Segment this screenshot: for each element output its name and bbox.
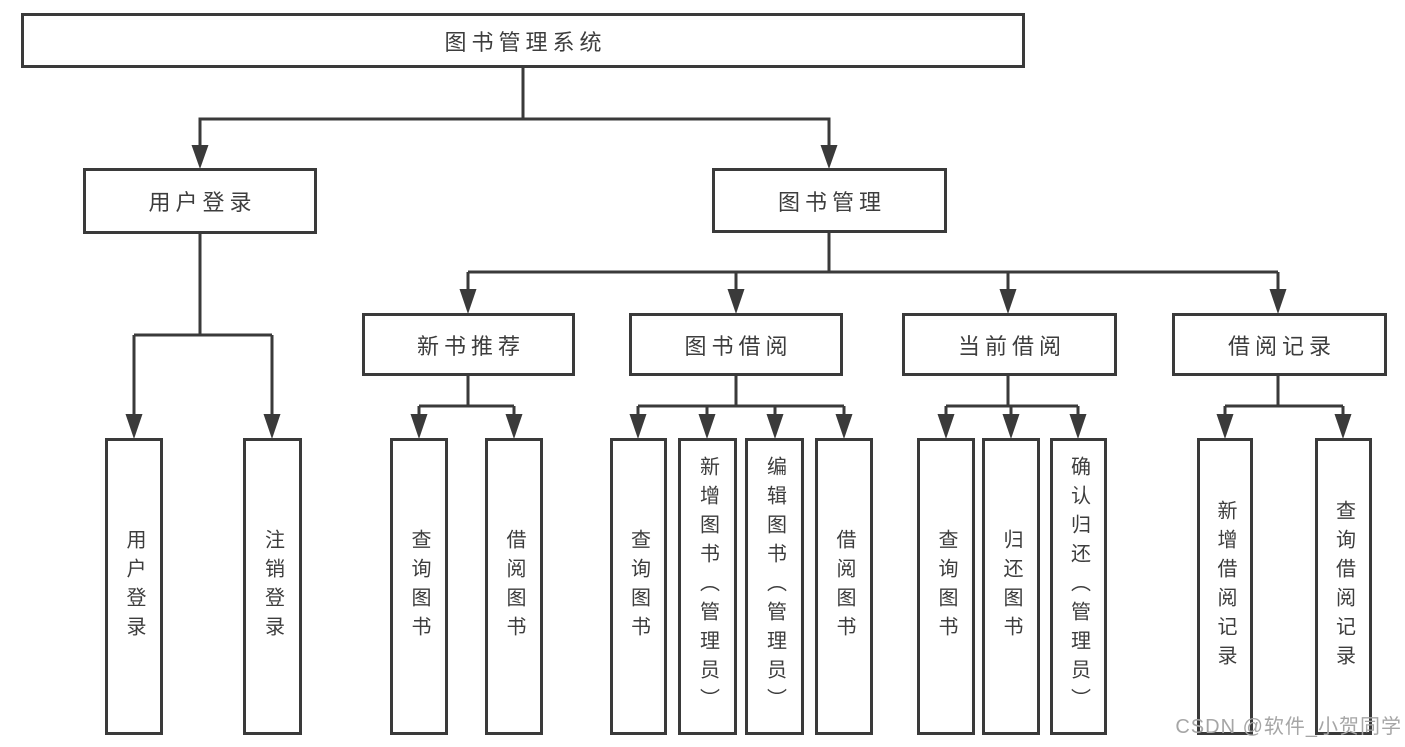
node-label: 新增图书（管理员） [696,456,719,717]
node-leaf-user-login: 用户登录 [105,438,163,735]
node-current-borrowing: 当前借阅 [902,313,1117,376]
node-label: 归还图书 [1000,528,1022,645]
node-label: 用户登录 [148,190,257,215]
node-leaf-query-borrow-record: 查询借阅记录 [1315,438,1372,735]
node-label: 确认归还（管理员） [1067,456,1090,717]
node-label: 编辑图书（管理员） [763,456,786,717]
node-label: 查询图书 [935,528,957,645]
node-label: 查询图书 [627,528,650,645]
node-label: 用户登录 [123,528,145,645]
node-library-management-system: 图书管理系统 [21,13,1025,68]
node-borrowing-records: 借阅记录 [1172,313,1387,376]
node-book-management: 图书管理 [712,168,947,233]
node-book-borrowing: 图书借阅 [629,313,843,376]
node-label: 图书借阅 [684,333,793,359]
node-leaf-edit-books-admin: 编辑图书（管理员） [745,438,804,735]
node-label: 图书管理系统 [444,29,607,55]
node-new-book-recommendation: 新书推荐 [362,313,575,376]
node-leaf-return-books: 归还图书 [982,438,1040,735]
node-label: 注销登录 [261,528,284,645]
node-leaf-confirm-return-admin: 确认归还（管理员） [1050,438,1107,735]
watermark: CSDN @软件_小贺同学 [1175,716,1402,738]
node-label: 图书管理 [777,189,886,215]
node-leaf-add-borrow-record: 新增借阅记录 [1197,438,1253,735]
node-leaf-logout: 注销登录 [243,438,302,735]
node-label: 新增借阅记录 [1214,499,1236,674]
node-leaf-query-books-recommend: 查询图书 [390,438,448,735]
node-user-login: 用户登录 [83,168,317,234]
node-leaf-borrow-books: 借阅图书 [815,438,873,735]
node-label: 借阅记录 [1227,333,1336,359]
node-leaf-borrow-books-recommend: 借阅图书 [485,438,543,735]
node-label: 借阅图书 [503,528,525,645]
node-leaf-query-books-current: 查询图书 [917,438,975,735]
node-leaf-add-books-admin: 新增图书（管理员） [678,438,737,735]
node-label: 新书推荐 [416,333,525,359]
node-label: 借阅图书 [833,528,855,645]
node-leaf-query-books-borrowing: 查询图书 [610,438,667,735]
node-label: 当前借阅 [957,333,1066,359]
node-label: 查询图书 [408,528,430,645]
node-label: 查询借阅记录 [1332,499,1355,674]
